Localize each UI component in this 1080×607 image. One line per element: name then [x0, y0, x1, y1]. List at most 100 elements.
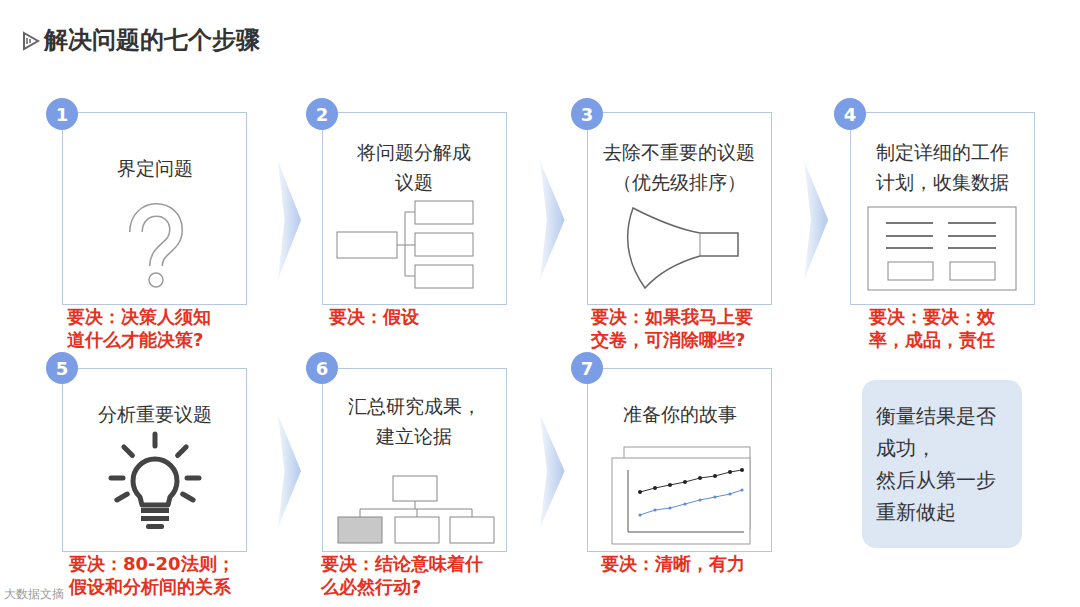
funnel-icon [628, 208, 738, 288]
bulb-icon-part-part [153, 434, 158, 446]
step-number: 4 [844, 104, 857, 125]
flow-chevron [278, 160, 301, 280]
step-number-circle: 7 [571, 352, 603, 384]
bulb-icon-part [146, 524, 164, 529]
title-icon-part [29, 39, 31, 43]
bulb-icon-part-part [111, 476, 123, 481]
chart-icon-part [612, 458, 750, 544]
key-tip: 要决：结论意味着什么必然行动? [321, 553, 487, 598]
tree-icon [337, 201, 473, 288]
key-tip: 要决：如果我马上要交卷，可消除哪些? [591, 306, 757, 351]
step-number-circle: 4 [834, 98, 866, 130]
chart-icon-part [713, 495, 716, 498]
step-title: 制定详细的工作 计划，收集数据 [870, 137, 1014, 198]
org-chart-icon-part [450, 517, 494, 543]
tree-icon-part [415, 201, 473, 224]
chart-icon-part [740, 488, 743, 491]
chart-icon-part [640, 470, 742, 492]
step-number-circle: 5 [46, 352, 78, 384]
bulb-icon-part [141, 516, 169, 521]
flow-chevron [804, 160, 828, 280]
watermark: 大数据文摘 [4, 586, 64, 603]
question-icon-part [136, 210, 176, 266]
step-number-circle: 2 [306, 98, 338, 130]
bulb-icon-part-part [124, 447, 132, 456]
org-chart-icon-part [395, 517, 439, 543]
title-icon [24, 33, 38, 49]
step-box: 分析重要议题要决：80-20法则；假设和分析间的关系 [62, 368, 247, 552]
document-icon-part [868, 207, 1016, 290]
step-box: 准备你的故事要决：清晰，有力 [587, 368, 772, 552]
step-number: 1 [56, 104, 69, 125]
tree-icon-part [397, 212, 415, 276]
funnel-icon-part [700, 233, 701, 256]
key-tip: 要决：决策人须知道什么才能决策? [67, 306, 215, 351]
tree-icon-part [337, 232, 397, 258]
key-tip: 要决：假设 [329, 306, 419, 329]
loop-note-text: 衡量结果是否 成功， 然后从第一步 重新做起 [876, 400, 1008, 528]
bulb-icon-part-part [183, 494, 193, 500]
flow-chevron [540, 414, 565, 528]
loop-note-box: 衡量结果是否 成功， 然后从第一步 重新做起 [862, 380, 1022, 548]
step-number: 3 [581, 104, 594, 125]
step-box: 制定详细的工作 计划，收集数据要决：要决：效率，成品，责任 [850, 112, 1035, 305]
chart-icon-part [728, 492, 731, 495]
chart-icon-part [683, 480, 687, 484]
question-icon-part [136, 210, 176, 266]
document-icon-part [886, 223, 996, 248]
step-number: 2 [316, 104, 329, 125]
step-title: 将问题分解成 议题 [352, 137, 477, 198]
chart-icon-part [628, 470, 744, 532]
org-chart-icon-part [338, 517, 382, 543]
chart-icon-part [653, 486, 657, 490]
funnel-icon-part [628, 208, 738, 288]
chart-icon-part [668, 506, 671, 509]
bulb-icon-part-part [178, 447, 187, 456]
chart-icon-part [668, 483, 672, 487]
step-number: 5 [56, 358, 69, 379]
chart-icon-part [698, 476, 702, 480]
flow-chevron [278, 414, 301, 528]
step-number-circle: 6 [306, 352, 338, 384]
chart-icon-part [740, 468, 744, 472]
step-number: 7 [581, 358, 594, 379]
step-title: 分析重要议题 [98, 399, 212, 429]
chart-icon-part [683, 502, 686, 505]
document-icon-part [950, 262, 995, 280]
diagram-title: 解决问题的七个步骤 [44, 24, 260, 56]
chart-icon-part [698, 498, 701, 501]
question-icon [136, 210, 176, 287]
bulb-icon [111, 434, 199, 529]
tree-icon-part [415, 233, 473, 256]
key-tip: 要决：清晰，有力 [601, 553, 745, 576]
chart-icon [612, 447, 750, 544]
bulb-icon-part-part [187, 476, 199, 481]
bulb-icon-part-part [117, 494, 127, 500]
key-tip: 要决：要决：效率，成品，责任 [869, 306, 999, 351]
step-number: 6 [316, 358, 329, 379]
question-icon-part [149, 273, 163, 287]
chart-icon-part [728, 470, 732, 474]
step-box: 去除不重要的议题 （优先级排序）要决：如果我马上要交卷，可消除哪些? [587, 112, 772, 305]
chart-icon-part [640, 490, 742, 515]
bulb-icon-part [141, 508, 169, 513]
org-chart-icon-part [393, 476, 437, 501]
chart-icon-part [653, 508, 656, 511]
org-chart-icon [338, 476, 494, 543]
title-icon-part [26, 38, 28, 44]
step-number-circle: 3 [571, 98, 603, 130]
chart-icon-part [713, 474, 717, 478]
title-icon-part [24, 33, 38, 49]
bulb-icon-part [133, 459, 177, 505]
step-title: 去除不重要的议题 （优先级排序） [598, 137, 761, 198]
step-title: 界定问题 [117, 153, 193, 183]
org-chart-icon-part [360, 501, 472, 517]
step-box: 汇总研究成果， 建立论据要决：结论意味着什么必然行动? [322, 368, 507, 552]
step-box: 将问题分解成 议题要决：假设 [322, 112, 507, 305]
document-icon-part [888, 262, 933, 280]
step-number-circle: 1 [46, 98, 78, 130]
step-title: 汇总研究成果， 建立论据 [342, 391, 486, 452]
tree-icon-part [415, 265, 473, 288]
